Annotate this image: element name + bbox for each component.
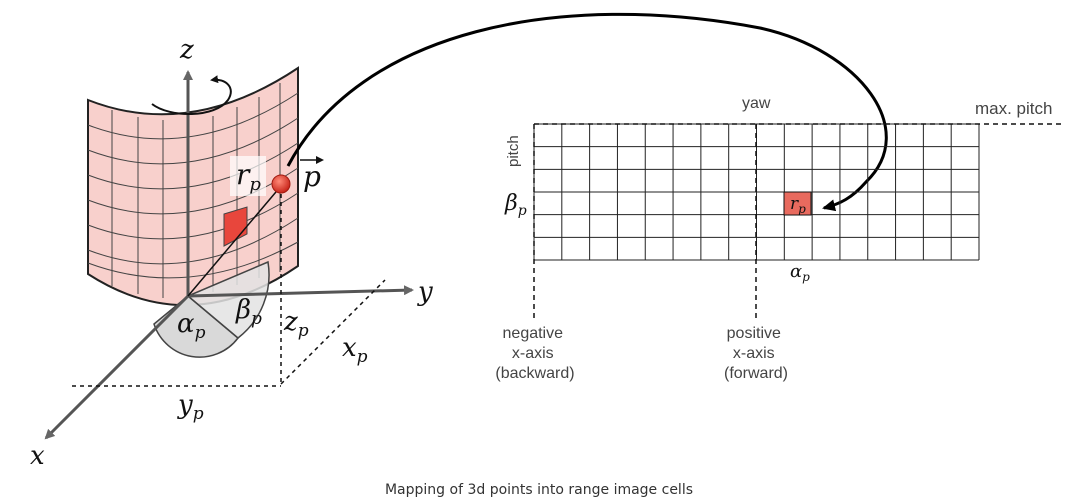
range-vector [187,185,282,297]
pitch-label: pitch [505,135,522,167]
xp-label: xp [342,333,368,367]
alpha-label: αp [177,309,206,343]
beta-label: βp [235,295,262,329]
range-image-cell-label: rp [790,194,806,216]
range-image: rp yaw max. pitch pitch βp αp negative x… [495,95,1062,382]
zp-label: zp [283,307,309,341]
max-pitch-label: max. pitch [975,99,1052,118]
range-beta-label: βp [504,191,527,219]
surface-grid-horizontal [87,92,299,279]
point-marker [271,174,291,194]
range-alpha-label: αp [790,261,810,284]
positive-axis-label: positive x-axis (forward) [724,325,788,382]
point-vector-label: p [303,160,321,193]
z-axis-label: z [179,35,194,65]
left-3d-figure: z y x rp p αp βp [30,35,433,471]
y-axis-label: y [417,277,433,307]
negative-axis-label: negative x-axis (backward) [495,325,574,382]
mapping-arrow [286,12,888,212]
beta-wedge [186,260,270,339]
rotation-arrow-icon [151,75,232,115]
projection-lines [72,186,386,387]
x-axis [44,294,190,440]
yaw-label: yaw [742,95,771,112]
yp-label: yp [177,390,204,424]
range-label-bg [230,156,266,196]
range-label: rp [236,158,261,195]
figure-caption: Mapping of 3d points into range image ce… [384,482,694,498]
range-image-highlight-cell [783,191,812,216]
alpha-wedge [153,295,240,358]
x-axis-label: x [30,441,45,471]
surface-highlight-cell [223,206,248,247]
